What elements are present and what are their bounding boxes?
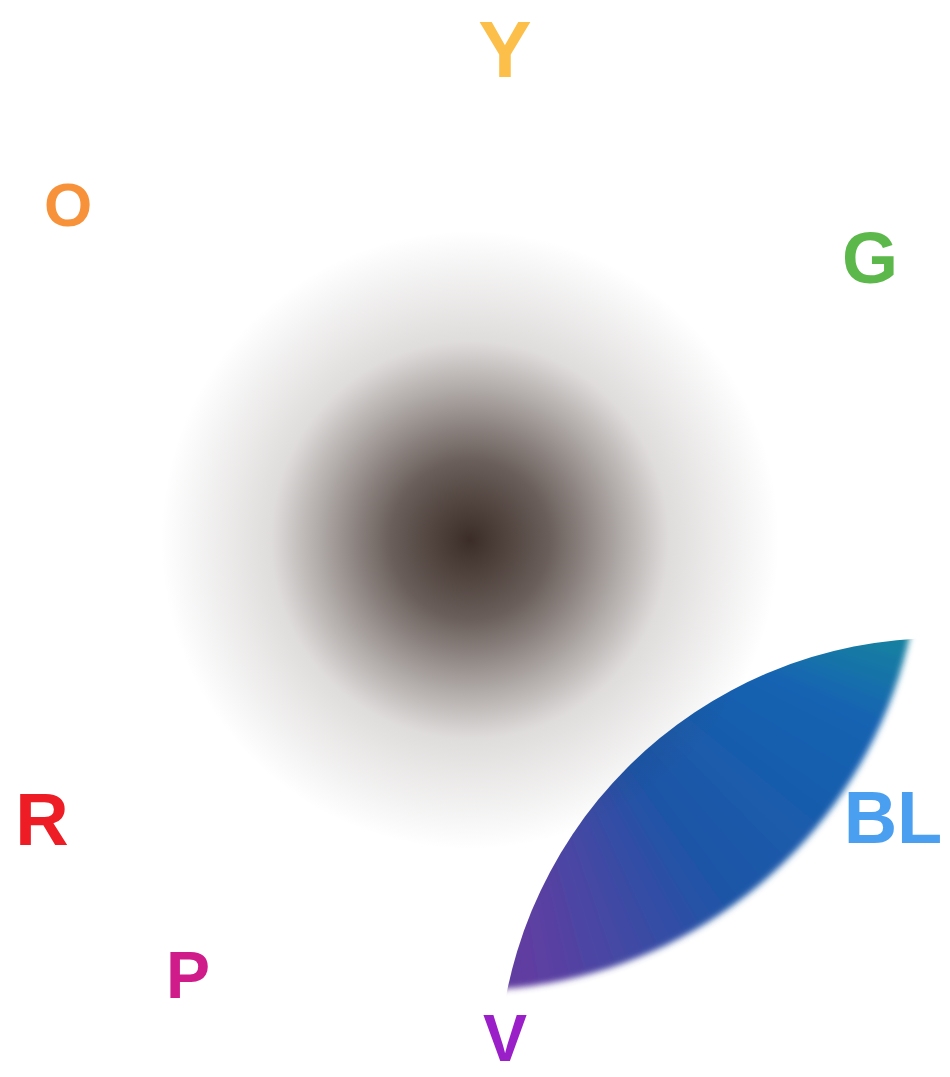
color-letter: Y xyxy=(478,10,531,90)
color-letter: O xyxy=(44,174,92,236)
color-letter: G xyxy=(842,222,898,294)
dark-center xyxy=(28,98,912,982)
color-letter: BL xyxy=(844,781,943,855)
color-letter: V xyxy=(483,1005,527,1071)
color-letter: R xyxy=(15,783,68,857)
hue-ring xyxy=(20,90,920,990)
color-letter: P xyxy=(166,942,210,1008)
